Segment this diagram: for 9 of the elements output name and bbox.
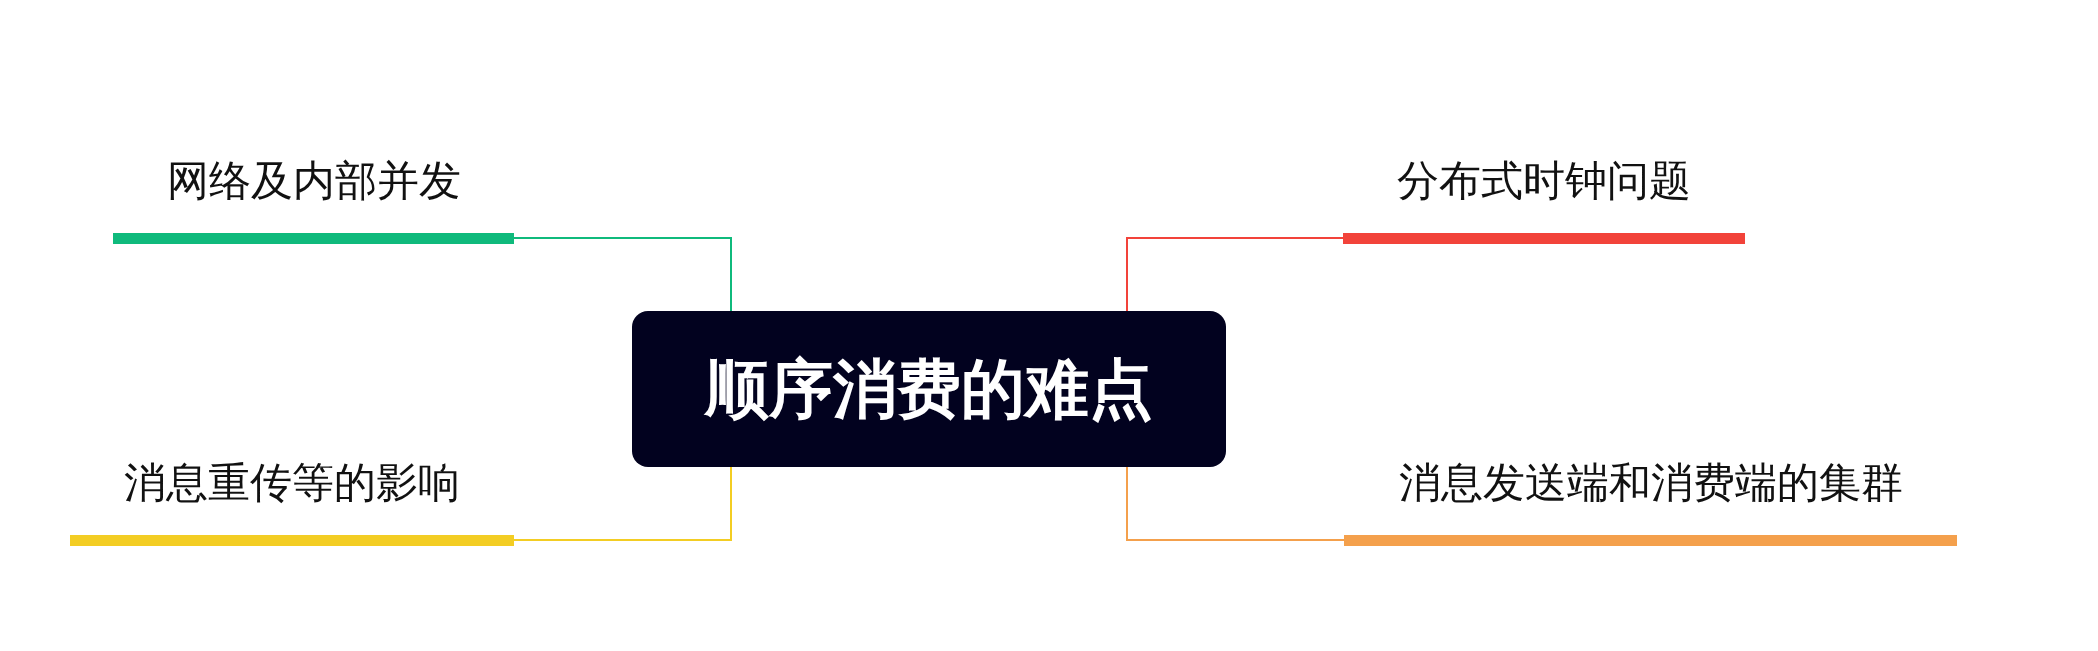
topic-label: 网络及内部并发: [166, 156, 461, 205]
connector-line: [513, 237, 732, 312]
topic-label: 分布式时钟问题: [1397, 156, 1691, 205]
connector-line: [1126, 237, 1344, 312]
connector-line: [1126, 466, 1345, 541]
connector-line: [513, 466, 732, 541]
topic-label: 消息重传等的影响: [124, 458, 460, 507]
central-topic-box: 顺序消费的难点: [632, 311, 1226, 467]
topic-label: 消息发送端和消费端的集群: [1398, 458, 1903, 507]
